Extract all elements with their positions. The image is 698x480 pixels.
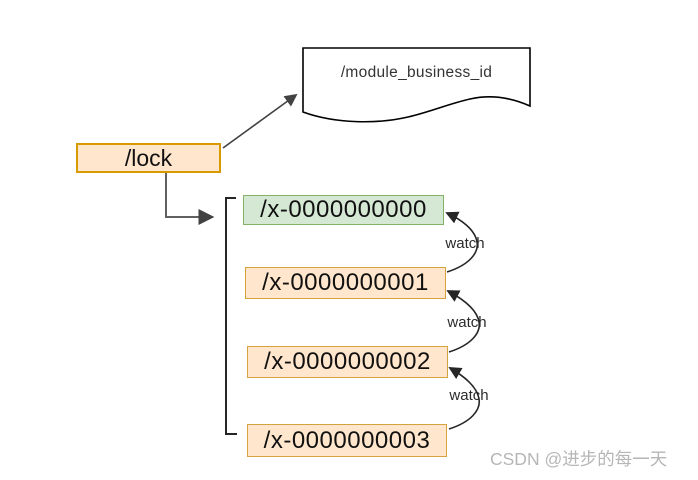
document-node-label: /module_business_id [340,64,493,81]
lock-node: /lock [76,143,221,173]
child-node-3: /x-0000000003 [247,424,447,457]
lock-to-children-connector [165,173,215,225]
child-node-1: /x-0000000001 [245,267,446,299]
children-bracket [225,197,237,435]
watch-label-0: watch [445,235,485,252]
watch-label-1: watch [447,314,487,331]
watermark: CSDN @进步的每一天 [490,449,668,469]
child-node-2: /x-0000000002 [247,346,448,378]
child-node-0: /x-0000000000 [243,195,444,225]
watch-label-2: watch [449,387,489,404]
lock-to-document-arrow [222,93,298,149]
